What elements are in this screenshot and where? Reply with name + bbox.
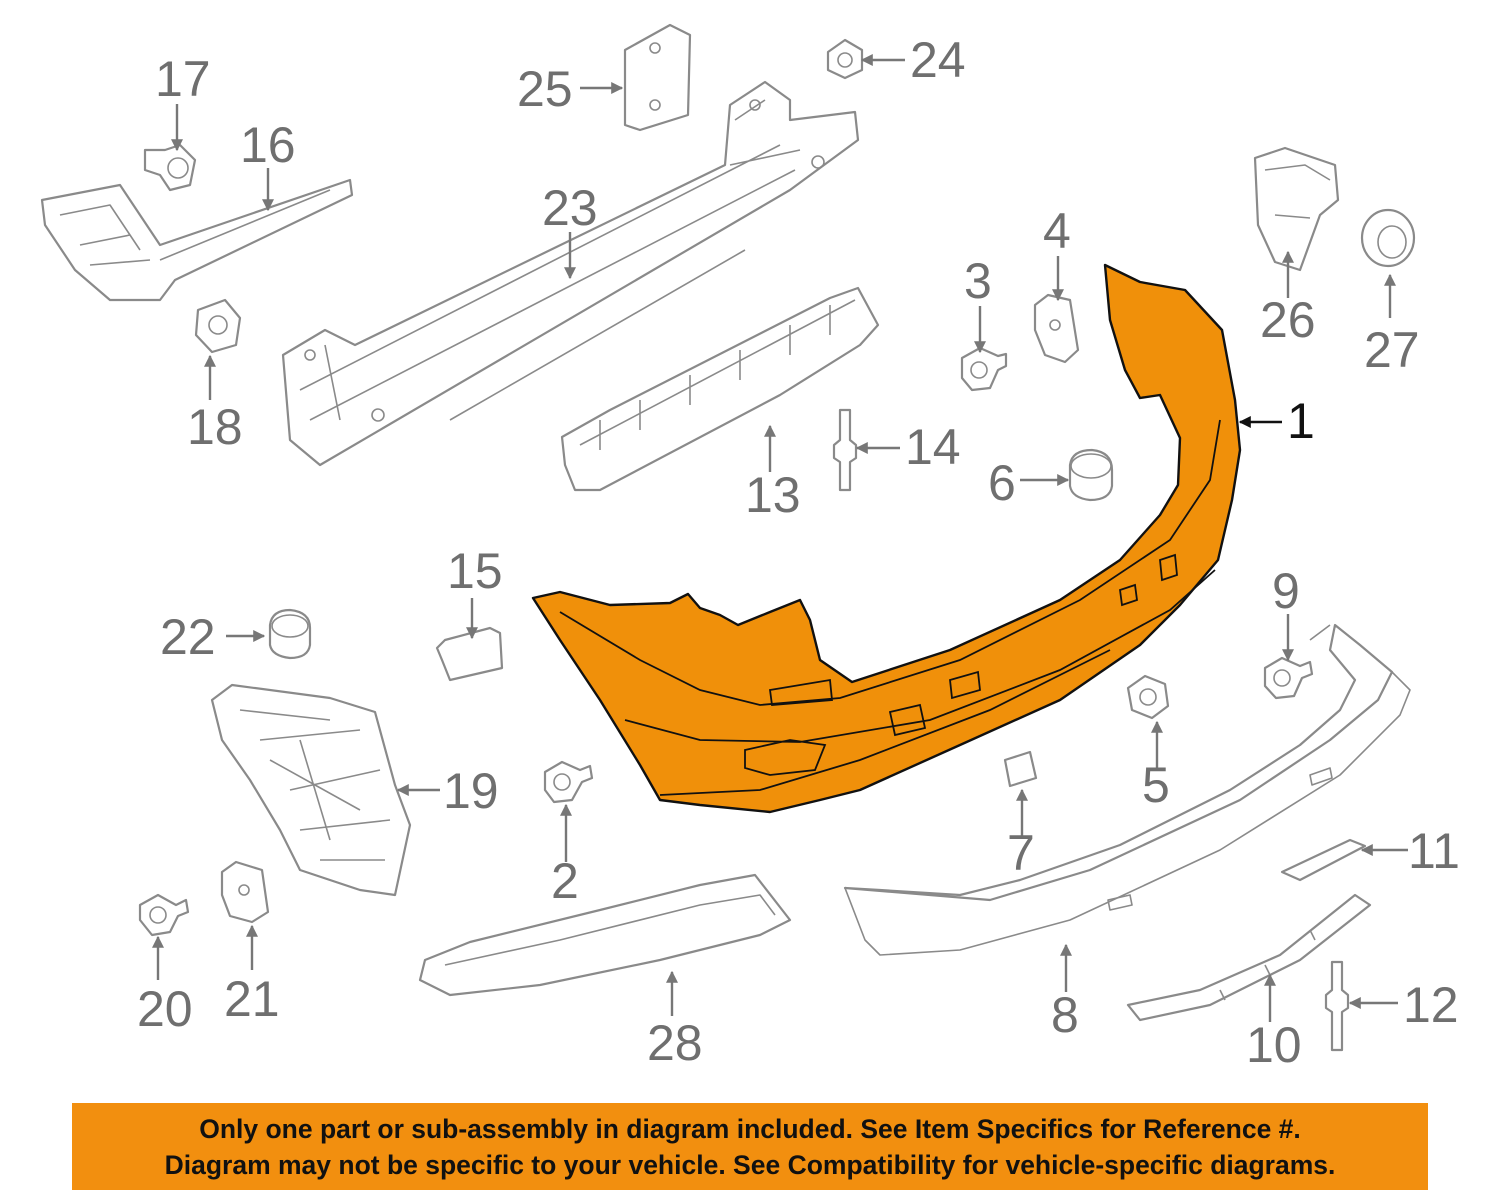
callout-16: 16 — [240, 117, 296, 173]
callout-2: 2 — [551, 853, 579, 909]
callout-24: 24 — [910, 32, 966, 88]
part-4-bracket — [1033, 293, 1080, 364]
part-3-bolt — [960, 346, 1008, 392]
part-14-stud — [832, 408, 858, 492]
part-28-trim-strip — [418, 873, 792, 997]
part-1-bumper-cover — [531, 263, 1242, 814]
part-25-plate — [623, 23, 692, 132]
callout-22: 22 — [160, 609, 216, 665]
callout-20: 20 — [137, 981, 193, 1037]
part-19-bracket — [210, 683, 412, 897]
callout-3: 3 — [964, 253, 992, 309]
callout-7: 7 — [1007, 825, 1035, 881]
part-26-sensor-bracket — [1253, 146, 1340, 272]
part-11-strip — [1280, 838, 1367, 882]
callout-27: 27 — [1364, 322, 1420, 378]
callout-4: 4 — [1043, 203, 1071, 259]
part-24-nut — [826, 38, 864, 80]
leader-lines — [152, 54, 1408, 1022]
part-13-absorber — [560, 286, 880, 492]
part-5-nut — [1126, 674, 1170, 720]
callout-12: 12 — [1403, 977, 1459, 1033]
notice-banner: Only one part or sub-assembly in diagram… — [72, 1103, 1428, 1190]
part-8-valance — [843, 623, 1411, 956]
callout-13: 13 — [745, 467, 801, 523]
part-21-bracket — [220, 860, 270, 924]
callout-labels: 1 2 3 4 5 6 7 8 9 10 11 12 13 14 15 16 1… — [137, 32, 1460, 1073]
callout-11: 11 — [1408, 823, 1460, 879]
notice-line-2: Diagram may not be specific to your vehi… — [164, 1150, 1336, 1180]
part-17-bolt — [143, 143, 197, 192]
callout-6: 6 — [988, 455, 1016, 511]
callout-1: 1 — [1287, 393, 1315, 449]
part-6-bushing — [1068, 448, 1114, 502]
callout-25: 25 — [517, 61, 573, 117]
notice-line-1: Only one part or sub-assembly in diagram… — [199, 1114, 1301, 1144]
part-7-clip — [1003, 750, 1038, 788]
part-22-bushing — [268, 608, 312, 660]
callout-26: 26 — [1260, 292, 1316, 348]
part-18-nut — [194, 298, 242, 354]
callout-9: 9 — [1272, 563, 1300, 619]
callout-18: 18 — [187, 399, 243, 455]
part-9-bolt — [1263, 656, 1314, 700]
callout-17: 17 — [155, 51, 211, 107]
part-15-clip — [435, 626, 504, 682]
callout-14: 14 — [905, 419, 961, 475]
part-16-bracket — [40, 178, 354, 302]
callout-28: 28 — [647, 1015, 703, 1071]
part-27-grommet — [1360, 208, 1416, 268]
part-10-strip — [1126, 893, 1372, 1022]
callout-10: 10 — [1246, 1017, 1302, 1073]
callout-5: 5 — [1142, 757, 1170, 813]
part-20-bolt — [138, 893, 190, 937]
callout-19: 19 — [443, 763, 499, 819]
callout-8: 8 — [1051, 987, 1079, 1043]
callout-15: 15 — [447, 543, 503, 599]
part-12-stud — [1324, 960, 1350, 1052]
callout-21: 21 — [224, 971, 280, 1027]
part-2-bolt — [543, 760, 594, 804]
callout-23: 23 — [542, 180, 598, 236]
